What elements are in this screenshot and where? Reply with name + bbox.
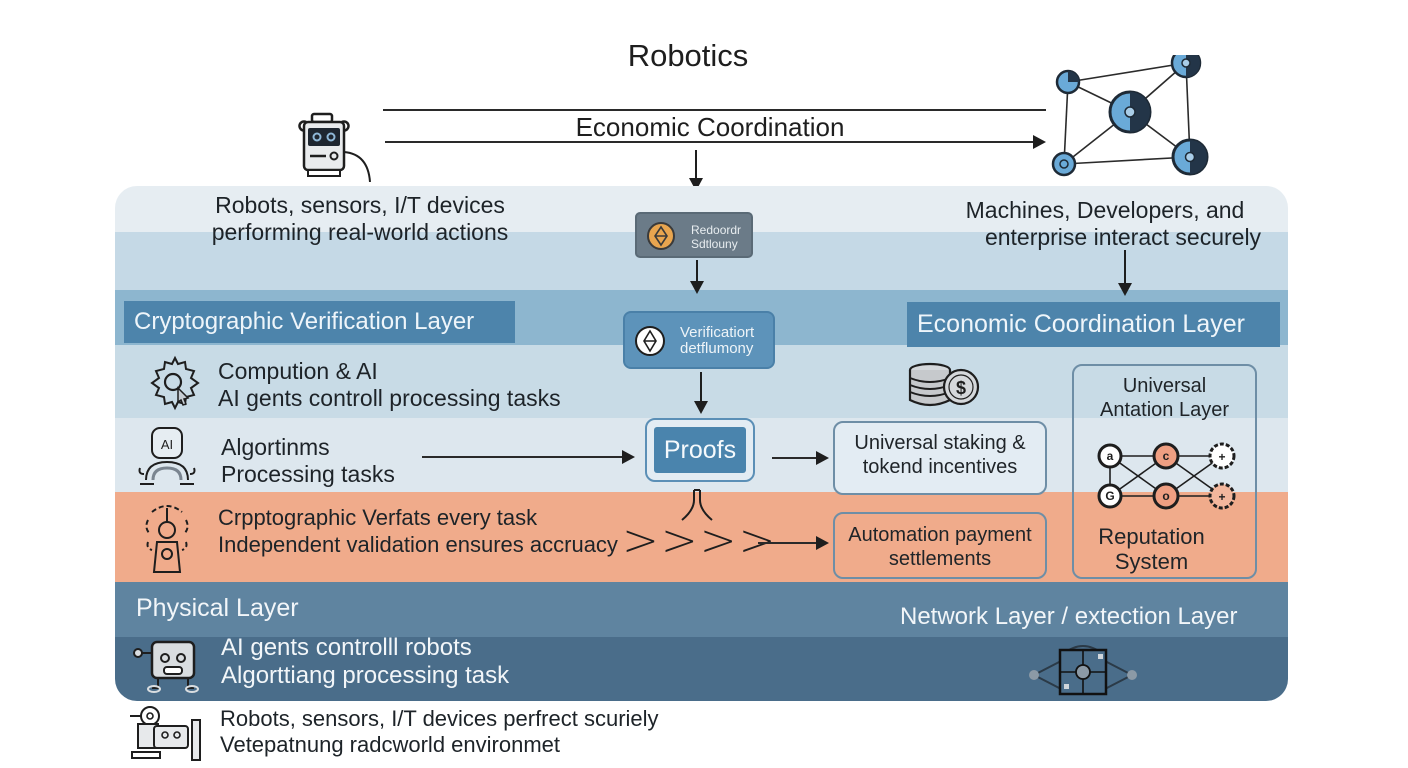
arrow-head-record-verif bbox=[690, 281, 704, 294]
reputation-title: Reputation System bbox=[1074, 524, 1229, 574]
arrow-head-algorithms-proofs bbox=[622, 450, 635, 464]
flow-line-upper bbox=[383, 109, 1046, 111]
svg-text:a: a bbox=[1107, 449, 1114, 463]
row-cryptographic-desc: Independent validation ensures accruacy bbox=[218, 532, 618, 557]
ethereum-icon bbox=[635, 326, 665, 356]
verification-line1: Verificatiort bbox=[680, 324, 755, 341]
economic-coordination-layer-tag: Economic Coordination Layer bbox=[907, 302, 1280, 347]
staking-line2: tokend incentives bbox=[862, 456, 1018, 478]
arrow-verif-to-proofs bbox=[700, 372, 702, 402]
proofs-label: Proofs bbox=[654, 427, 746, 473]
arrow-down-line bbox=[695, 150, 697, 180]
network-hub-icon bbox=[1029, 645, 1137, 696]
crypto-gear-icon bbox=[145, 505, 189, 573]
arrow-head-staking bbox=[816, 451, 829, 465]
staking-incentives-box[interactable]: Universal staking & tokend incentives bbox=[833, 421, 1047, 495]
robot-icon bbox=[298, 112, 371, 182]
arrow-proofs-to-staking bbox=[772, 457, 818, 459]
svg-text:G: G bbox=[1105, 489, 1114, 503]
attestation-line1: Universal bbox=[1122, 375, 1207, 397]
network-nodes-icon bbox=[1051, 55, 1209, 177]
footer-line2: Vetepatnung radcworld environmet bbox=[220, 732, 560, 757]
staking-line1: Universal staking & bbox=[854, 432, 1026, 454]
robot-machine-icon bbox=[130, 706, 201, 761]
network-layer-title: Network Layer / extection Layer bbox=[900, 603, 1238, 630]
reputation-line2: System bbox=[1114, 549, 1189, 574]
record-box-label: Redoordr Sdtlouny bbox=[691, 223, 741, 251]
crypto-verification-layer-tag: Cryptographic Verification Layer bbox=[124, 301, 515, 343]
top-right-line1: Machines, Developers, and bbox=[965, 197, 1245, 223]
row-physical-line2: Algorttiang processing task bbox=[221, 662, 510, 689]
row-physical-text: AI gents controlll robots Algorttiang pr… bbox=[221, 634, 509, 690]
arrow-algorithms-to-proofs bbox=[422, 456, 624, 458]
top-left-description: Robots, sensors, I/T devices performing … bbox=[180, 192, 540, 246]
footer-description: Robots, sensors, I/T devices perfrect sc… bbox=[220, 706, 659, 758]
row-algorithms-desc: Processing tasks bbox=[221, 461, 395, 487]
physical-layer-title: Physical Layer bbox=[136, 594, 299, 622]
attestation-title: Universal Antation Layer bbox=[1074, 374, 1255, 422]
attestation-line2: Antation Layer bbox=[1100, 399, 1229, 421]
svg-text:+: + bbox=[1218, 450, 1225, 464]
footer-line1: Robots, sensors, I/T devices perfrect sc… bbox=[220, 706, 659, 731]
top-right-description: Machines, Developers, and enterprise int… bbox=[940, 197, 1270, 251]
row-cryptographic-text: Crpptographic Verfats every task Indepen… bbox=[218, 504, 618, 558]
svg-text:o: o bbox=[1162, 489, 1169, 503]
top-left-line2: performing real-world actions bbox=[211, 219, 509, 245]
arrow-chevrons-to-payment bbox=[758, 542, 818, 544]
row-cryptographic-title: Crpptographic Verfats every task bbox=[218, 505, 538, 530]
row-algorithms-text: Algortinms Processing tasks bbox=[221, 434, 395, 488]
record-box-line1: Redoordr bbox=[691, 223, 742, 237]
record-box-line2: Sdtlouny bbox=[691, 237, 738, 251]
proofs-box[interactable]: Proofs bbox=[645, 418, 755, 482]
ai-chip-label: AI bbox=[161, 437, 173, 452]
diagram-title: Robotics bbox=[627, 38, 749, 73]
arrow-head-right bbox=[1033, 135, 1046, 149]
row-computation-text: Compution & AI AI gents controll process… bbox=[218, 358, 561, 412]
verification-box-label: Verificatiort detflumony bbox=[680, 325, 754, 357]
arrow-down-right-line bbox=[1124, 250, 1126, 284]
arrow-head-verif-proofs bbox=[694, 401, 708, 414]
gear-cursor-icon bbox=[150, 355, 200, 411]
ethereum-coin-icon bbox=[647, 222, 675, 250]
fork-connector-icon bbox=[681, 489, 713, 521]
row-algorithms-title: Algortinms bbox=[221, 434, 330, 460]
svg-text:$: $ bbox=[956, 378, 966, 398]
record-box[interactable]: Redoordr Sdtlouny bbox=[635, 212, 753, 258]
verification-box[interactable]: Verificatiort detflumony bbox=[623, 311, 775, 369]
payment-line2: settlements bbox=[888, 548, 992, 570]
row-computation-title: Compution & AI bbox=[218, 358, 378, 384]
flow-arrow-line bbox=[385, 141, 1035, 143]
verification-line2: detflumony bbox=[680, 340, 754, 357]
band-physical bbox=[115, 582, 1288, 637]
arrow-head-down-right bbox=[1118, 283, 1132, 296]
economic-coordination-label: Economic Coordination bbox=[575, 112, 845, 142]
row-physical-line1: AI gents controlll robots bbox=[221, 634, 472, 661]
top-left-line1: Robots, sensors, I/T devices bbox=[215, 192, 505, 218]
svg-text:+: + bbox=[1218, 490, 1225, 504]
payment-line1: Automation payment bbox=[848, 524, 1032, 546]
payment-settlements-box[interactable]: Automation payment settlements bbox=[833, 512, 1047, 579]
robot-face-icon bbox=[133, 640, 199, 693]
coins-dollar-icon: $ bbox=[908, 362, 980, 407]
arrow-record-to-verif bbox=[696, 260, 698, 282]
chevrons-flow: >>>> bbox=[622, 515, 778, 566]
top-right-line2: enterprise interact securely bbox=[984, 224, 1262, 250]
reputation-line1: Reputation bbox=[1098, 524, 1205, 549]
svg-text:c: c bbox=[1163, 449, 1170, 463]
arrow-head-payment bbox=[816, 536, 829, 550]
ai-chip-icon: AI bbox=[138, 427, 196, 485]
row-computation-desc: AI gents controll processing tasks bbox=[218, 385, 561, 411]
